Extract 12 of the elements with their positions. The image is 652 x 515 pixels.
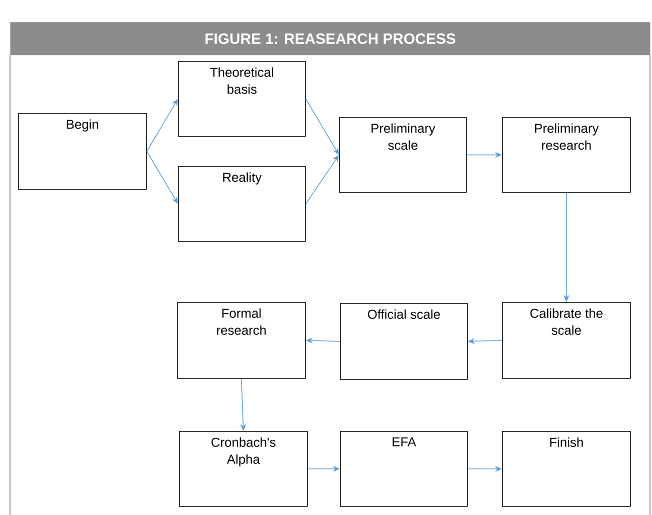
process-box: Finish: [502, 430, 631, 507]
process-box: Cronbach's Alpha: [179, 430, 308, 507]
process-box: Preliminary research: [502, 116, 631, 193]
process-box: Preliminary scale: [339, 116, 467, 193]
process-box: Official scale: [340, 302, 468, 380]
process-box: Begin: [18, 112, 147, 190]
title-bar: FIGURE 1: REASEARCH PROCESS: [10, 22, 650, 56]
process-box: Formal research: [177, 302, 306, 379]
process-box: Calibrate the scale: [502, 302, 631, 379]
process-box: EFA: [340, 430, 468, 507]
process-box: Theoretical basis: [178, 60, 306, 137]
process-box: Reality: [178, 166, 306, 242]
